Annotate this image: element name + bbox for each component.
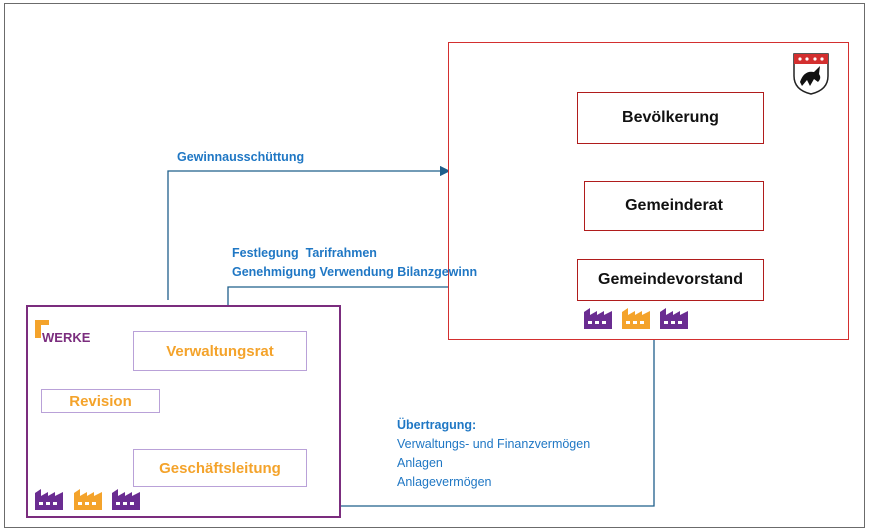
gewinn-arrow [167,165,451,300]
box-bevoelkerung: Bevölkerung [577,92,764,144]
werke-label: WERKE [42,330,91,345]
factory-icon [34,485,64,516]
label-gewinnausschuettung: Gewinnausschüttung [177,150,305,164]
coat-of-arms-icon [792,52,830,96]
label-festlegung-line2: Genehmigung Verwendung Bilanzgewinn [232,265,478,279]
factory-icon [583,304,613,335]
werke-bracket-top [35,320,49,325]
box-gemeindevorstand: Gemeindevorstand [577,259,764,301]
label-festlegung-line1: Festlegung Tarifrahmen [232,246,377,260]
factory-icon [111,485,141,516]
box-gemeinderat: Gemeinderat [584,181,764,231]
box-verwaltungsrat: Verwaltungsrat [133,331,307,371]
box-revision: Revision [41,389,160,413]
box-geschaeftsleitung: Geschäftsleitung [133,449,307,487]
factory-icon [73,485,103,516]
factory-icon [621,304,651,335]
label-uebertragung-title: Übertragung: [397,418,477,432]
label-uebertragung-line-2: Anlagen [397,456,443,470]
label-uebertragung-line-1: Verwaltungs- und Finanzvermögen [397,437,591,451]
werke-bracket [35,320,41,338]
label-uebertragung-line-3: Anlagevermögen [397,475,492,489]
diagram-frame [4,3,865,528]
factory-icon [659,304,689,335]
